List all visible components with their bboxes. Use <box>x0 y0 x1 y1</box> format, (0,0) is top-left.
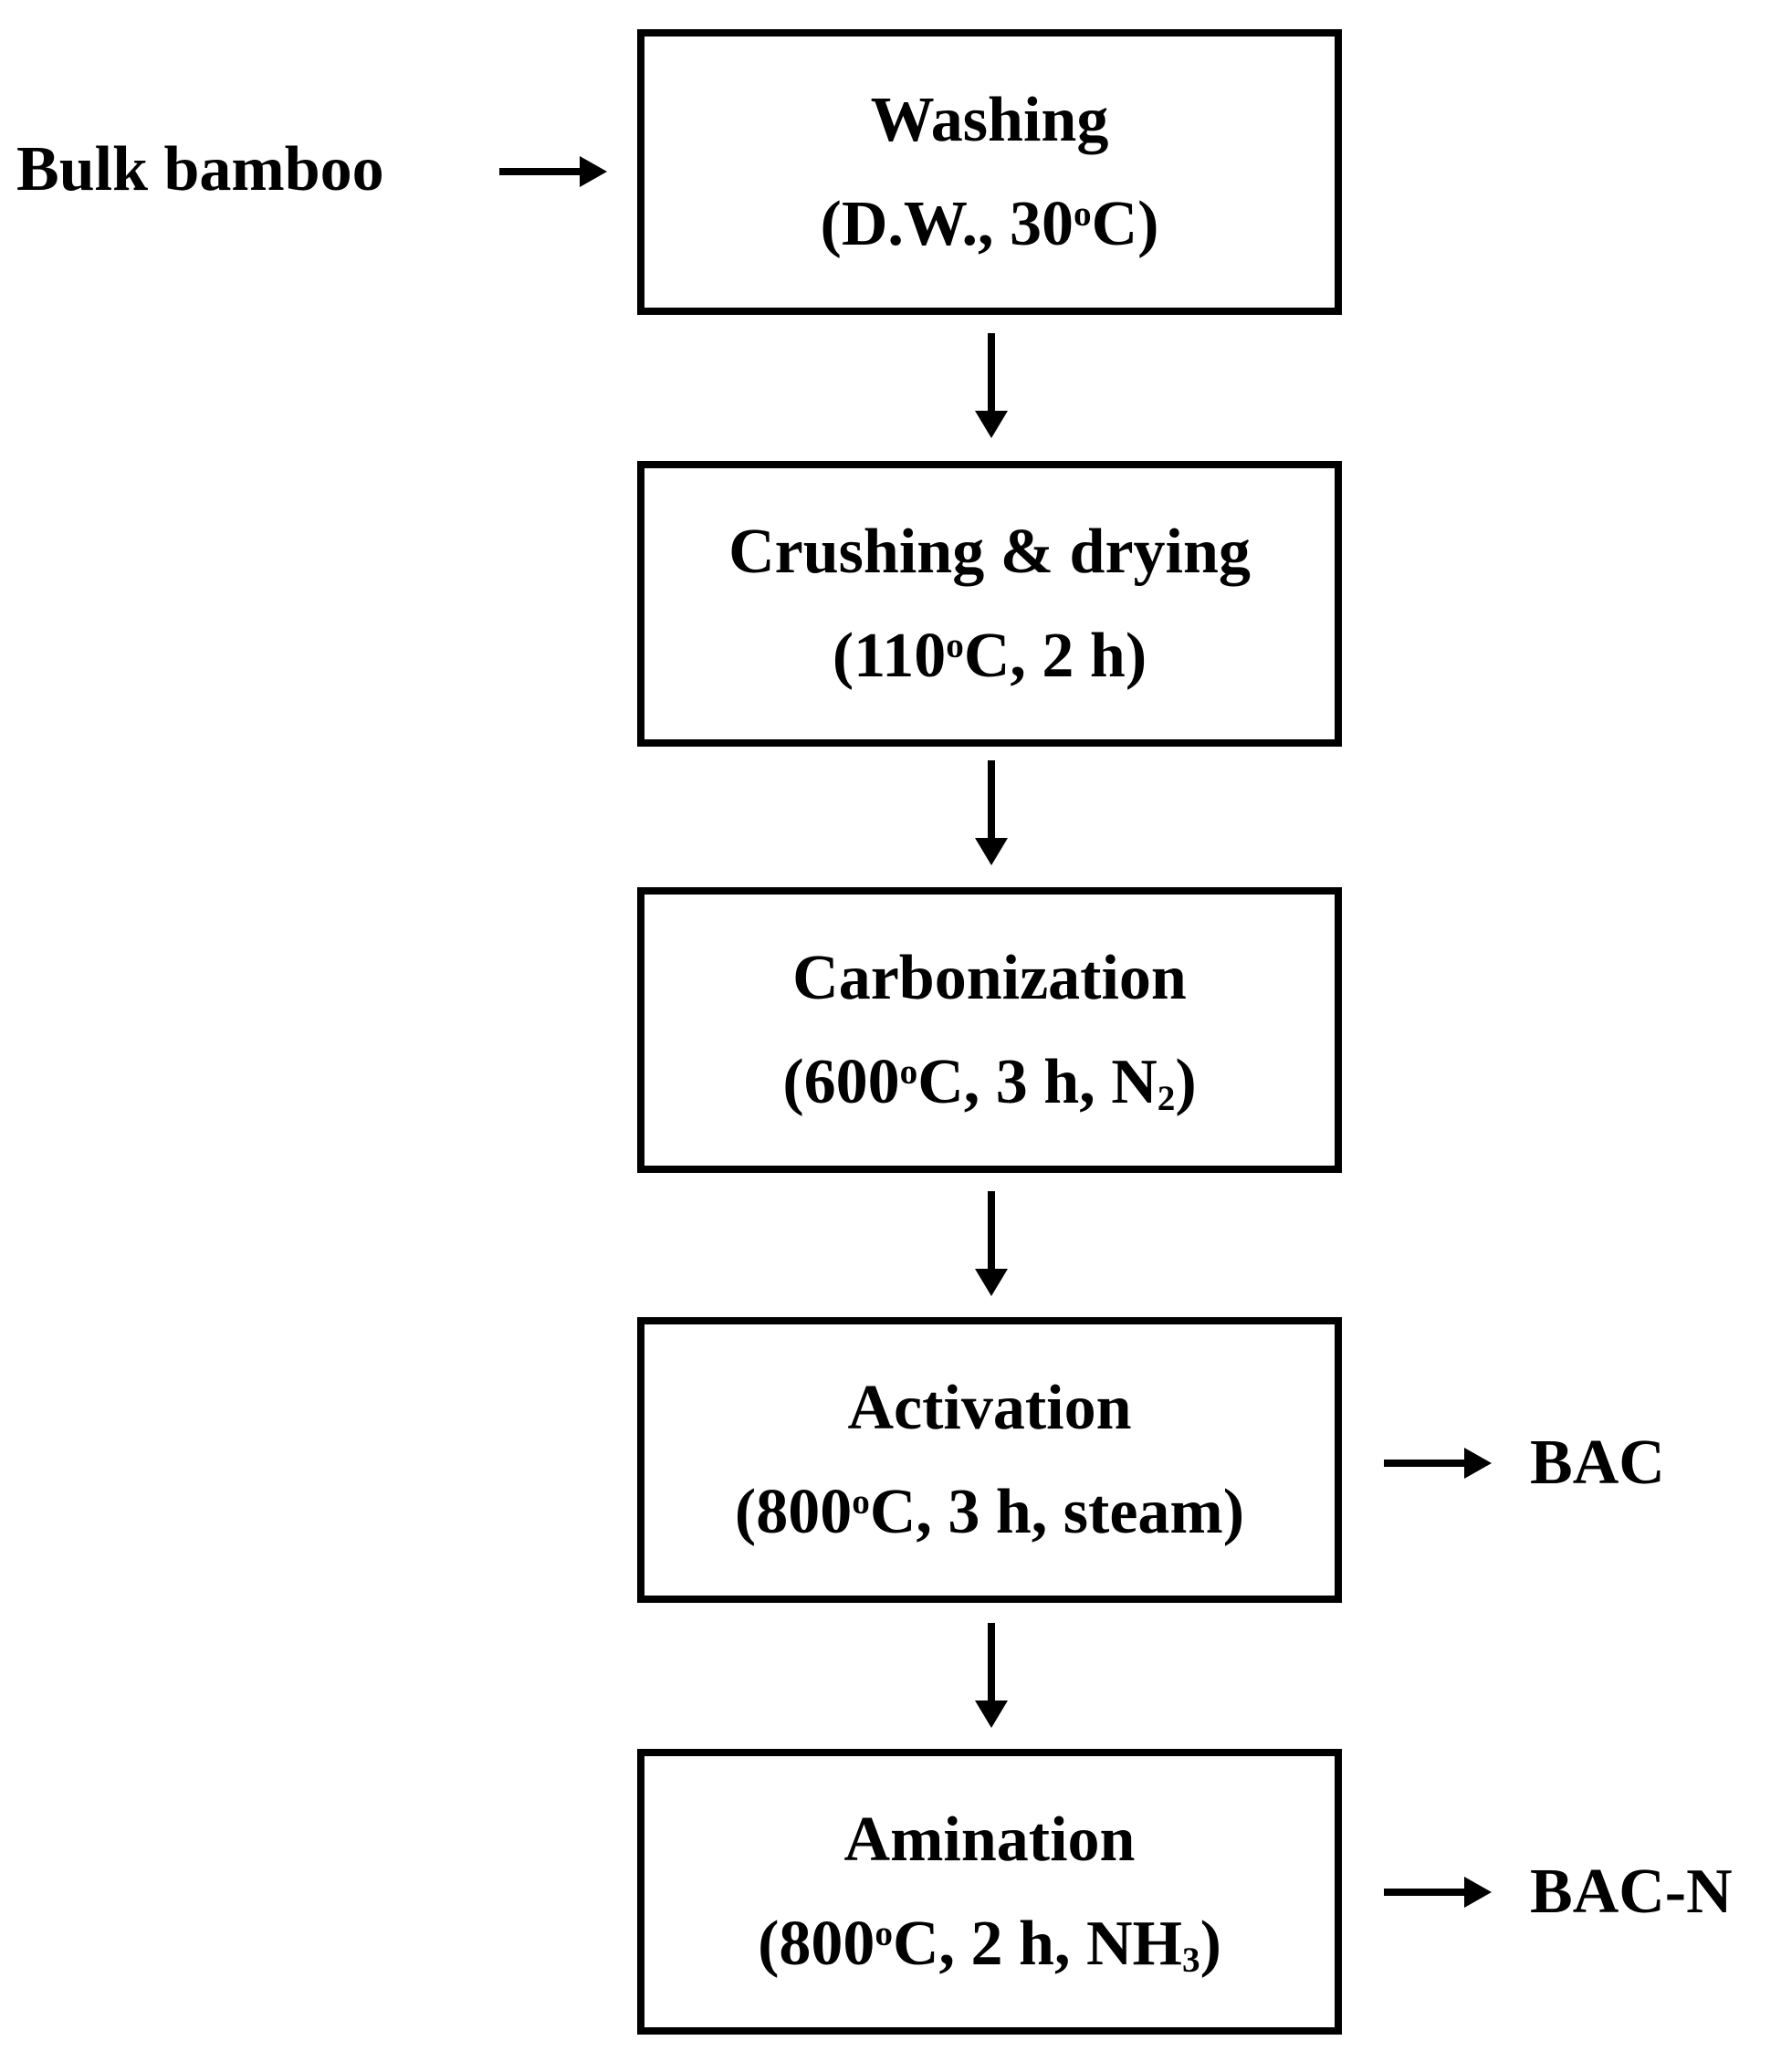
step-box-carbonization: Carbonization (600oC, 3 h, N2) <box>637 887 1342 1173</box>
arrow-shaft <box>499 168 580 175</box>
arrow-head <box>975 838 1008 865</box>
source-label-bulk-bamboo: Bulk bamboo <box>16 134 384 204</box>
arrow-head <box>975 411 1008 438</box>
arrow-head <box>580 156 607 187</box>
step-params: (800oC, 3 h, steam) <box>734 1476 1245 1547</box>
arrow-shaft <box>1384 1460 1464 1467</box>
step-title: Washing <box>870 84 1109 155</box>
step-params: (600oC, 3 h, N2) <box>782 1046 1197 1119</box>
arrow-head <box>975 1701 1008 1728</box>
step-params: (110oC, 2 h) <box>832 620 1147 691</box>
step-box-crushing-drying: Crushing & drying (110oC, 2 h) <box>637 461 1342 747</box>
step-params: (800oC, 2 h, NH3) <box>758 1908 1221 1981</box>
step-box-amination: Amination (800oC, 2 h, NH3) <box>637 1749 1342 2035</box>
arrow-shaft <box>988 1623 995 1701</box>
step-title: Amination <box>843 1804 1136 1875</box>
arrow-shaft <box>988 760 995 838</box>
arrow-head <box>1464 1448 1492 1479</box>
step-box-activation: Activation (800oC, 3 h, steam) <box>637 1317 1342 1603</box>
arrow-shaft <box>1384 1889 1464 1896</box>
step-title: Crushing & drying <box>728 516 1251 587</box>
arrow-shaft <box>988 333 995 411</box>
output-label-bac-n: BAC-N <box>1530 1857 1733 1927</box>
step-title: Activation <box>847 1372 1132 1443</box>
arrow-shaft <box>988 1191 995 1269</box>
arrow-head <box>1464 1877 1492 1908</box>
step-params: (D.W., 30oC) <box>820 188 1159 259</box>
output-label-bac: BAC <box>1530 1428 1665 1498</box>
arrow-head <box>975 1269 1008 1296</box>
step-box-washing: Washing (D.W., 30oC) <box>637 29 1342 315</box>
step-title: Carbonization <box>792 942 1187 1013</box>
